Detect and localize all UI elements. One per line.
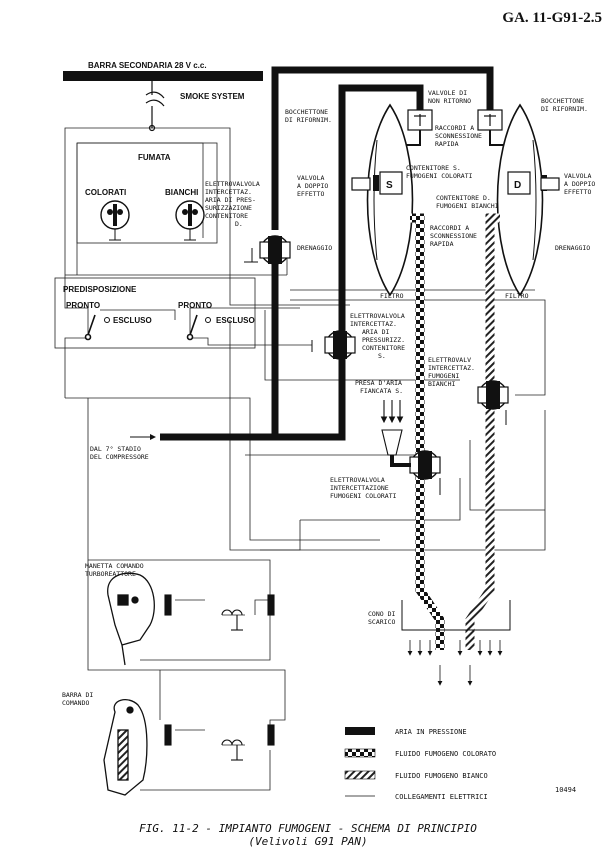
ev-pres-s-label: ELETTROVALVOLA INTERCETTAZ. ARIA DI PRES… [350, 312, 409, 360]
ev-bianchi-label: ELETTROVALV INTERCETTAZ. FUMOGENI BIANCH… [428, 356, 479, 388]
bocchettone-left-label: BOCCHETTONE DI RIFORNIM. [285, 108, 332, 124]
white-fluid-line [465, 213, 500, 650]
drenaggio-right-label: DRENAGGIO [555, 244, 590, 252]
non-return-valve-right [477, 109, 503, 131]
pressurized-air-lines [160, 66, 494, 441]
fumata-label: FUMATA [138, 153, 171, 162]
tank-s [366, 103, 414, 297]
legend-swatch-air [345, 727, 375, 735]
stick-relay [164, 724, 275, 761]
white-smoke-valve [477, 380, 509, 425]
pronto-label-2: PRONTO [178, 301, 212, 310]
barra-comando-label: BARRA DI COMANDO [62, 691, 97, 707]
filtro-right-label: FILTRO [505, 292, 529, 300]
legend-swatch-white [344, 770, 376, 780]
air-intake-funnel [380, 400, 411, 467]
pressurization-valve-d [244, 235, 291, 265]
smoke-system-label: SMOKE SYSTEM [180, 92, 245, 101]
pressurization-valve-s [311, 330, 356, 360]
legend: ARIA IN PRESSIONE FLUIDO FUMOGENO COLORA… [344, 727, 496, 801]
ev-pres-d-label: ELETTROVALVOLA INTERCETTAZ. ARIA DI PRES… [205, 180, 264, 228]
colorati-switch[interactable] [100, 200, 130, 241]
figure-caption: FIG. 11-2 - IMPIANTO FUMOGENI - SCHEMA D… [139, 822, 477, 835]
contenitore-s-label: CONTENITORE S. FUMOGENI COLORATI [406, 164, 473, 180]
presa-aria-label: PRESA D'ARIA FIANCATA S. [355, 379, 406, 395]
smoke-system-breaker [145, 81, 165, 132]
non-return-valve-left [407, 109, 433, 131]
predisposizione-toggle-2[interactable] [186, 314, 211, 341]
bus-bar-label: BARRA SECONDARIA 28 V c.c. [88, 61, 207, 70]
bianchi-label: BIANCHI [165, 188, 198, 197]
tank-d-letter: D [514, 180, 521, 191]
tank-s-letter: S [386, 180, 393, 191]
legend-label-electric: COLLEGAMENTI ELETTRICI [395, 793, 488, 801]
filtro-left-label: FILTRO [380, 292, 404, 300]
double-valve-right [540, 177, 560, 191]
legend-label-air: ARIA IN PRESSIONE [395, 728, 467, 736]
double-valve-left-label: VALVOLA A DOPPIO EFFETTO [297, 174, 332, 198]
predisposizione-toggle-1[interactable] [84, 314, 110, 341]
legend-label-colored: FLUIDO FUMOGENO COLORATO [395, 750, 496, 758]
ev-colorati-label: ELETTROVALVOLA INTERCETTAZIONE FUMOGENI … [330, 476, 397, 500]
throttle-relay [164, 594, 275, 631]
double-valve-right-label: VALVOLA A DOPPIO EFFETTO [564, 172, 599, 196]
exhaust-arrows [407, 640, 503, 686]
predisposizione-label: PREDISPOSIZIONE [63, 285, 137, 294]
raccordi-bottom-label: RACCORDI A SCONNESSIONE RAPIDA [430, 224, 481, 248]
escluso-label-2: ESCLUSO [216, 316, 255, 325]
control-stick [103, 699, 148, 796]
doc-code: GA. 11-G91-2.5 [502, 10, 602, 26]
fumata-panel [76, 142, 218, 244]
double-valve-left [351, 177, 371, 191]
colored-fluid-line [410, 213, 445, 650]
cono-label: CONO DI SCARICO [368, 610, 399, 626]
tank-d [496, 103, 547, 297]
manetta-label: MANETTA COMANDO TURBOREATTORE [85, 562, 148, 578]
predisposizione-panel [54, 277, 256, 349]
secondary-bus-bar [63, 71, 263, 81]
pronto-label-1: PRONTO [66, 301, 100, 310]
legend-label-white: FLUIDO FUMOGENO BIANCO [395, 772, 488, 780]
bocchettone-right-label: BOCCHETTONE DI RIFORNIM. [541, 97, 588, 113]
colored-smoke-valve [409, 450, 441, 495]
bianchi-switch[interactable] [175, 200, 205, 241]
compressor-label: DAL 7° STADIO DEL COMPRESSORE [90, 445, 149, 461]
figure-subtitle: (Velivoli G91 PAN) [248, 835, 368, 848]
colorati-label: COLORATI [85, 188, 126, 197]
figure-number: 10494 [555, 786, 576, 794]
escluso-label-1: ESCLUSO [113, 316, 152, 325]
raccordi-top-label: RACCORDI A SCONNESSIONE RAPIDA [435, 124, 486, 148]
non-return-label: VALVOLE DI NON RITORNO [428, 89, 471, 105]
contenitore-d-label: CONTENITORE D. FUMOGENI BIANCHI [436, 194, 499, 210]
legend-swatch-colored [344, 748, 376, 758]
exhaust-cone [401, 600, 511, 631]
drenaggio-left-label: DRENAGGIO [297, 244, 332, 252]
throttle-lever [107, 572, 155, 666]
